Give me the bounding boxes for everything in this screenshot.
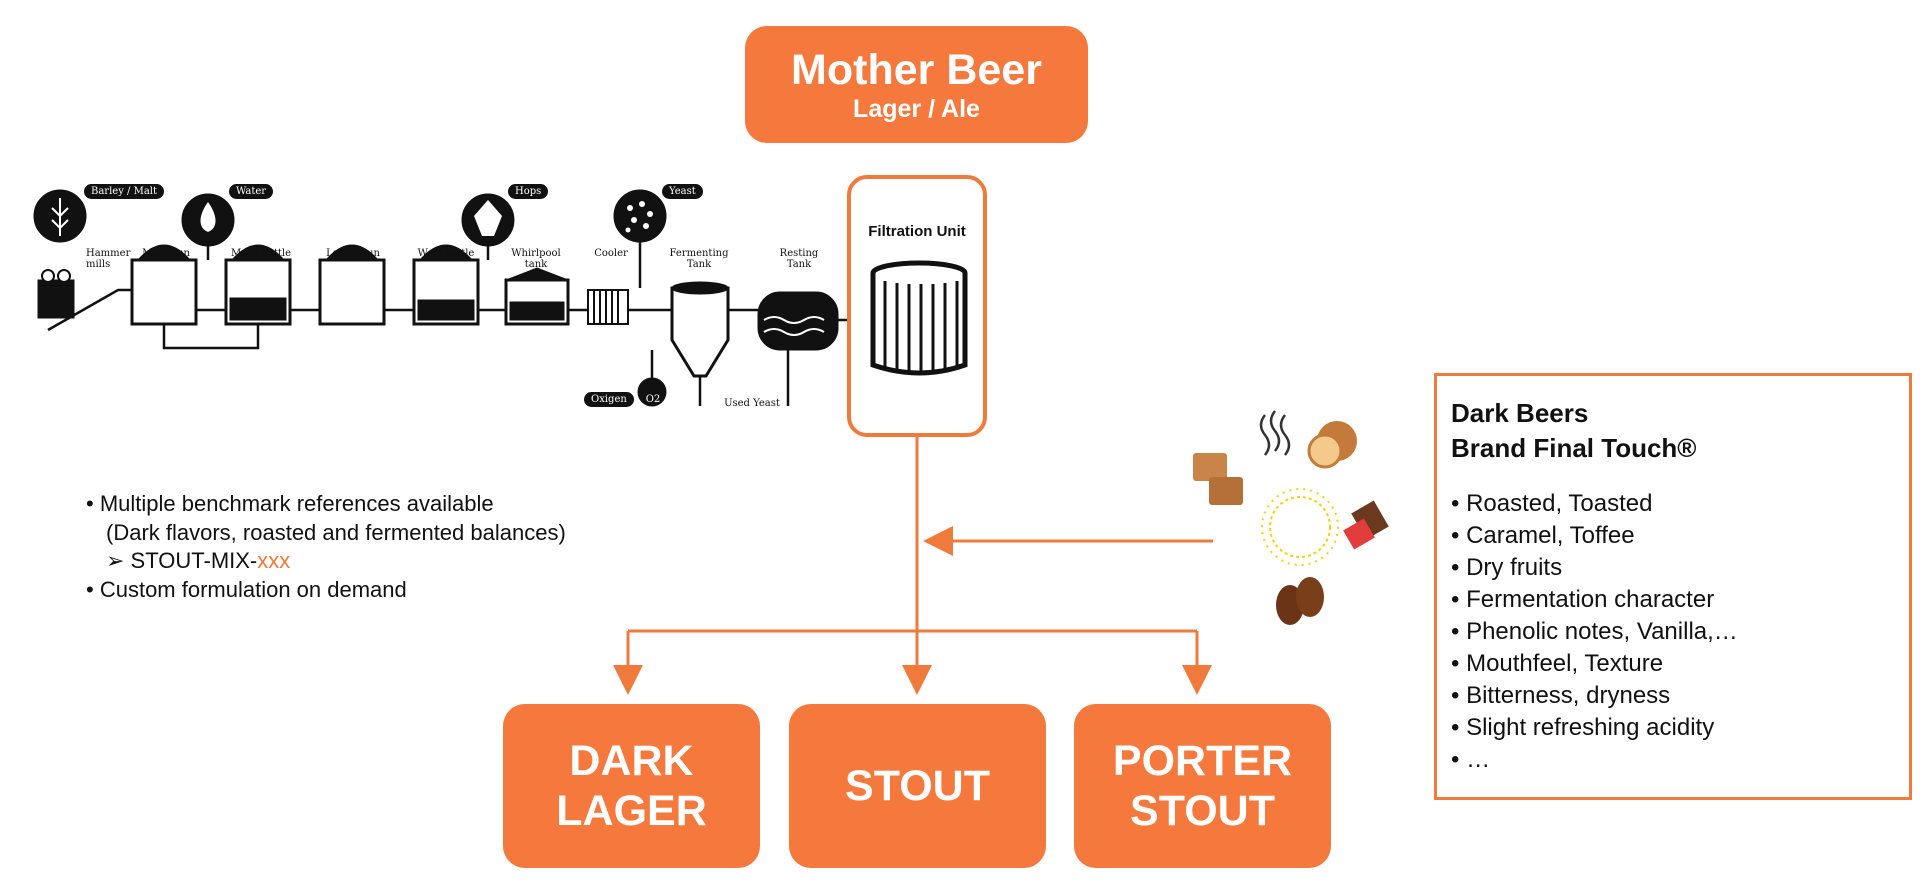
- final-touch-box: Dark Beers Brand Final Touch® Roasted, T…: [1434, 373, 1912, 800]
- list-item: Phenolic notes, Vanilla,…: [1451, 616, 1909, 648]
- bullet-benchmark-detail: (Dark flavors, roasted and fermented bal…: [106, 519, 566, 545]
- label-hammer-mills: Hammer mills: [86, 248, 131, 270]
- list-item: …: [1451, 744, 1909, 776]
- list-item: Slight refreshing acidity: [1451, 712, 1909, 744]
- brewing-process-diagram: [33, 189, 848, 407]
- lauter-tun-icon: [318, 258, 386, 326]
- bullet-benchmark: • Multiple benchmark references availabl…: [86, 491, 494, 516]
- final-touch-list: Roasted, Toasted Caramel, Toffee Dry fru…: [1451, 488, 1909, 776]
- label-oxigen: Oxigen: [584, 392, 634, 407]
- mother-beer-box: Mother Beer Lager / Ale: [745, 26, 1088, 143]
- label-whirlpool-tank: Whirlpool tank: [511, 248, 561, 270]
- label-mash-kettle: Mash kettle: [230, 248, 292, 259]
- list-item: Fermentation character: [1451, 584, 1909, 616]
- label-mash-tun: Mash tun: [142, 248, 190, 259]
- list-item: Mouthfeel, Texture: [1451, 648, 1909, 680]
- bullet-stout-mix: ➢ STOUT-MIX-xxx: [106, 548, 291, 573]
- list-item: Bitterness, dryness: [1451, 680, 1909, 712]
- porter-stout-box: PORTER STOUT: [1074, 704, 1331, 868]
- label-yeast: Yeast: [662, 184, 703, 199]
- filtration-unit-label: Filtration Unit: [868, 223, 966, 240]
- stout-box: STOUT: [789, 704, 1046, 868]
- label-wort-kettle: Wort kettle: [417, 248, 475, 259]
- coffee-beans-icon: [1276, 577, 1324, 625]
- filter-cylinder-icon: [870, 260, 968, 376]
- mother-beer-subtitle: Lager / Ale: [853, 94, 980, 123]
- label-lauter-tun: Lauter tun: [326, 248, 380, 259]
- bullet-list: • Multiple benchmark references availabl…: [86, 490, 566, 604]
- mash-tun-icon: [130, 258, 198, 326]
- label-barley: Barley / Malt: [84, 184, 165, 199]
- caramel-icon: [1193, 453, 1243, 505]
- fermenting-tank-icon: [670, 286, 730, 378]
- final-touch-title-1: Dark Beers: [1451, 398, 1589, 428]
- mother-beer-title: Mother Beer: [791, 45, 1042, 94]
- sparkle-icon: [1261, 488, 1339, 566]
- yeast-icon: [613, 189, 667, 243]
- list-item: Dry fruits: [1451, 552, 1909, 584]
- final-touch-title-2: Brand Final Touch®: [1451, 433, 1697, 463]
- bullet-custom: • Custom formulation on demand: [86, 576, 407, 602]
- stout-mix-suffix: xxx: [257, 548, 291, 573]
- list-item: Caramel, Toffee: [1451, 520, 1909, 552]
- hazelnut-icon: [1307, 421, 1357, 469]
- label-cooler: Cooler: [594, 248, 628, 259]
- hammer-mill-icon: [37, 279, 75, 319]
- dark-lager-box: DARK LAGER: [503, 704, 760, 868]
- aroma-steam-icon: [1259, 410, 1291, 456]
- flavor-icons: [1193, 410, 1389, 625]
- resting-tank-icon: [757, 291, 839, 351]
- label-fermenting-tank: Fermenting Tank: [669, 248, 729, 270]
- label-resting-tank: Resting Tank: [779, 248, 819, 270]
- label-used-yeast: Used Yeast: [724, 398, 780, 409]
- list-item: Roasted, Toasted: [1451, 488, 1909, 520]
- label-water: Water: [229, 184, 274, 199]
- stout-mix-prefix: STOUT-MIX-: [130, 548, 258, 573]
- chocolate-icon: [1343, 500, 1389, 550]
- label-o2: O2: [645, 394, 661, 405]
- filtration-unit-box: Filtration Unit: [847, 175, 987, 437]
- label-hops: Hops: [508, 184, 549, 199]
